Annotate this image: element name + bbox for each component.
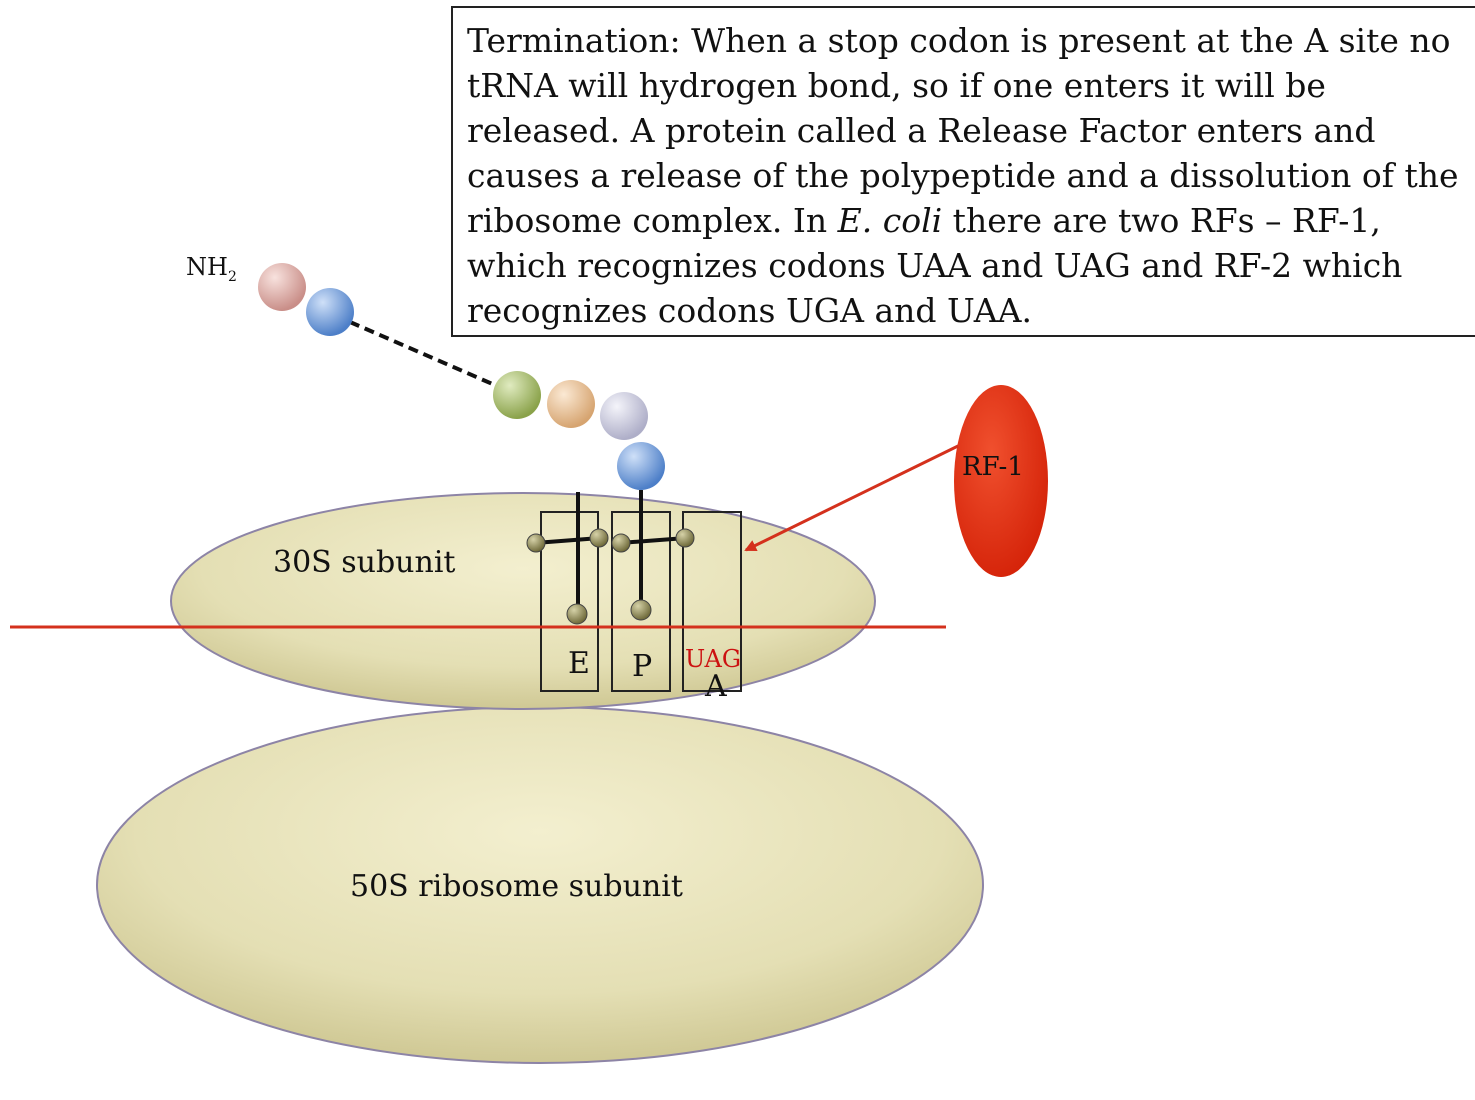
a-site-box bbox=[682, 511, 742, 692]
small-subunit-shape bbox=[170, 492, 876, 710]
e-site-label: E bbox=[568, 646, 590, 681]
termination-caption-box: Termination: When a stop codon is presen… bbox=[451, 6, 1475, 337]
caption-text-part-1: Termination: When a stop codon is presen… bbox=[467, 21, 1459, 240]
p-site-label: P bbox=[632, 649, 652, 684]
caption-text-part-2: there are two RFs – RF-1, which recogniz… bbox=[467, 201, 1403, 330]
e-site-trna bbox=[526, 492, 609, 625]
amino-acid-bead-5 bbox=[600, 392, 648, 440]
amino-acid-bead-1 bbox=[258, 263, 306, 311]
release-factor-shape bbox=[954, 385, 1048, 577]
p-site-trna bbox=[611, 490, 695, 621]
large-subunit-label: 50S ribosome subunit bbox=[350, 869, 683, 904]
polypeptide-dashed-link bbox=[349, 320, 498, 388]
amino-terminus-label: NH2 bbox=[186, 253, 237, 285]
amino-acid-bead-6 bbox=[617, 442, 665, 490]
release-factor-label: RF-1 bbox=[962, 452, 1024, 482]
amino-acid-bead-3 bbox=[493, 371, 541, 419]
caption-text-italic-species: E. coli bbox=[837, 201, 943, 240]
small-subunit-label: 30S subunit bbox=[273, 545, 455, 580]
amino-terminus-subscript: 2 bbox=[228, 269, 237, 285]
e-site-box bbox=[540, 511, 599, 692]
amino-acid-bead-4 bbox=[547, 380, 595, 428]
amino-terminus-text: NH bbox=[186, 253, 228, 281]
stop-codon-label: UAG bbox=[685, 645, 741, 673]
a-site-label: A bbox=[704, 669, 727, 704]
amino-acid-bead-2 bbox=[306, 288, 354, 336]
release-factor-arrow bbox=[744, 444, 959, 552]
